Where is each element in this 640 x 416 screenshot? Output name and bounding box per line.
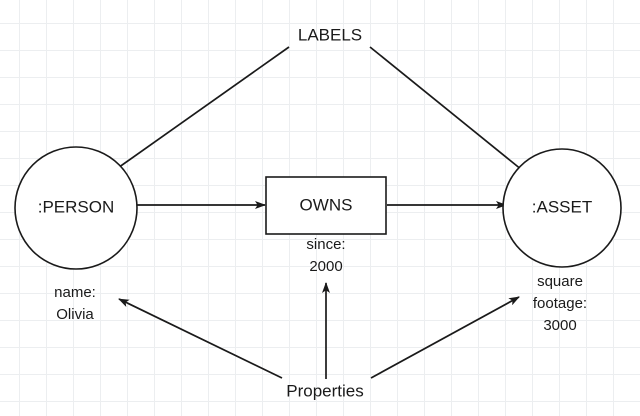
annotation-person-properties: name: Olivia [54, 284, 96, 323]
annotation-owns-line-2: 2000 [309, 258, 342, 275]
node-asset-label: :ASSET [532, 197, 592, 216]
node-person[interactable]: :PERSON [14, 146, 138, 270]
annotation-person-line-1: name: [54, 284, 96, 301]
edge-labels-to-asset [369, 46, 544, 188]
annotation-asset-line-3: 3000 [543, 317, 576, 334]
node-asset[interactable]: :ASSET [502, 148, 622, 268]
annotation-person-line-2: Olivia [56, 306, 94, 323]
properties-title: Properties [286, 381, 363, 400]
edge-labels-to-person [90, 46, 290, 188]
annotation-owns-line-1: since: [306, 236, 345, 253]
annotation-asset-line-2: footage: [533, 295, 587, 312]
annotation-asset-line-1: square [537, 273, 583, 290]
node-owns-label: OWNS [300, 195, 353, 214]
node-person-circle[interactable] [14, 146, 138, 270]
labels-title: LABELS [298, 25, 362, 44]
annotation-asset-properties: square footage: 3000 [533, 273, 587, 334]
node-person-label: :PERSON [38, 197, 115, 216]
node-owns-rect[interactable] [265, 176, 387, 235]
node-asset-circle[interactable] [502, 148, 622, 268]
edge-properties-to-person-props [118, 298, 283, 379]
node-owns[interactable]: OWNS [265, 176, 387, 235]
edge-properties-to-asset-props [370, 296, 520, 379]
annotation-owns-properties: since: 2000 [306, 236, 345, 275]
